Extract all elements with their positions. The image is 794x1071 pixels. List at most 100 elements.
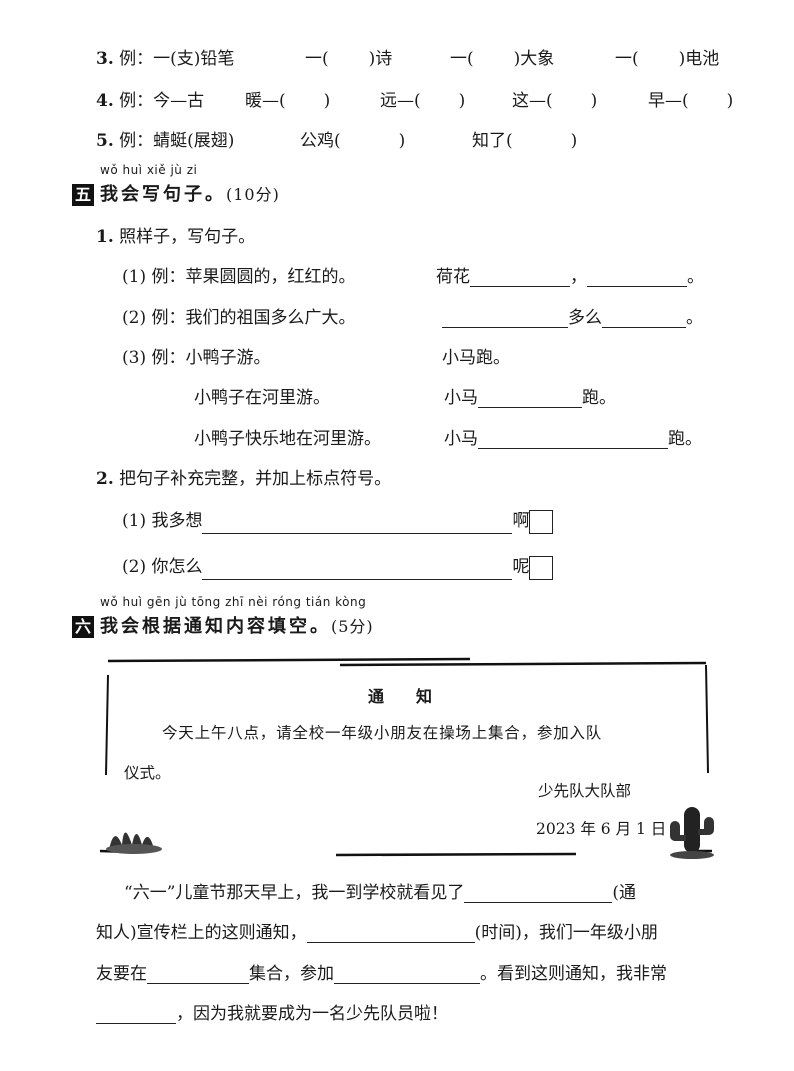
s5q2-r1-end: 啊	[512, 511, 530, 531]
q3-item-battery: 一()电池	[615, 44, 719, 69]
q5-example: 例：蜻蜓(展翅)	[119, 131, 235, 151]
q3-item3-pre: 一(	[615, 49, 639, 69]
s5q2-r2: (2) 你怎么 呢	[122, 552, 554, 580]
s5q1-r1-comma: ，	[570, 267, 587, 287]
para-l1b: (通	[612, 883, 637, 903]
sec5-number: 五	[72, 184, 94, 206]
s5q2-r2-punct-box[interactable]	[529, 555, 554, 580]
para-l1a: “六一”儿童节那天早上，我一到学校就看见了	[124, 883, 465, 903]
s5q1-r2-label: (2) 例：我们的祖国多么广大。	[122, 308, 356, 328]
para-line2: 知人)宣传栏上的这则通知， (时间)，我们一年级小朋	[96, 918, 658, 943]
q5-number: 5.	[96, 131, 114, 151]
s5q1-r3b-pre: 小马	[444, 388, 478, 408]
s5q1-r3b-end: 跑。	[582, 388, 616, 408]
q5-a: 公鸡(	[300, 131, 341, 151]
para-blank-place[interactable]	[147, 966, 249, 984]
para-blank-feeling[interactable]	[96, 1006, 176, 1024]
q3-number: 3.	[96, 49, 114, 69]
sec6-number: 六	[72, 616, 94, 638]
notice-date: 2023 年 6 月 1 日	[536, 820, 667, 838]
q3-row: 3. 例：一(支)铅笔	[96, 44, 234, 69]
s5q1-r2-blank-a[interactable]	[442, 310, 568, 328]
para-l3c: 。看到这则通知，我非常	[480, 964, 667, 984]
para-l3a: 友要在	[96, 964, 147, 984]
s5q1-r3b-answer: 小马 跑。	[444, 383, 616, 408]
s5q1-r2-blank-b[interactable]	[602, 310, 686, 328]
q4-b: 远—(	[380, 91, 421, 111]
s5q1-r3c-pre: 小马	[444, 429, 478, 449]
s5q2-r1: (1) 我多想 啊	[122, 506, 554, 534]
s5q1-r1-blank-b[interactable]	[587, 269, 687, 287]
para-blank-time[interactable]	[306, 925, 475, 943]
s5q1-r3b-left: 小鸭子在河里游。	[194, 388, 330, 408]
s5q2-r1-label: (1) 我多想	[122, 511, 203, 531]
notice-board: 通 知 今天上午八点，请全校一年级小朋友在操场上集合，参加入队 仪式。 少先队大…	[100, 655, 714, 860]
para-l3b: 集合，参加	[249, 964, 334, 984]
q4-item-warm: 暖—()	[245, 86, 330, 111]
sec6-score: (5分)	[331, 617, 374, 636]
q4-number: 4.	[96, 91, 114, 111]
q3-item-elephant: 一()大象	[450, 44, 554, 69]
para-l2b: (时间)，我们一年级小朋	[474, 923, 658, 943]
cactus-decoration-icon	[670, 807, 714, 859]
s5q1-r1-word: 荷花	[436, 267, 470, 287]
notice-body-line1: 今天上午八点，请全校一年级小朋友在操场上集合，参加入队	[162, 724, 603, 742]
q4-item-this: 这—()	[512, 86, 597, 111]
q4-c: 这—(	[512, 91, 553, 111]
q3-example: 例：一(支)铅笔	[119, 49, 235, 69]
s5q1-text: 照样子，写句子。	[119, 227, 256, 247]
s5q2-r2-end: 呢	[512, 557, 530, 577]
q5-item-rooster: 公鸡()	[300, 126, 405, 151]
s5q2-number: 2.	[96, 469, 114, 489]
notice-title: 通 知	[368, 687, 433, 706]
s5q1-r3b-blank[interactable]	[478, 390, 582, 408]
sec5-header: 五我会写句子。(10分)	[72, 180, 280, 206]
s5q1-r3c-blank[interactable]	[478, 431, 668, 449]
s5q1-heading: 1. 照样子，写句子。	[96, 222, 255, 247]
q5-row: 5. 例：蜻蜓(展翅)	[96, 126, 234, 151]
s5q2-text: 把句子补充完整，并加上标点符号。	[119, 469, 392, 489]
q4-b-end: )	[458, 91, 466, 111]
sec5-pinyin: wǒ huì xiě jù zi	[100, 163, 198, 177]
para-blank-event[interactable]	[334, 966, 480, 984]
q4-d: 早—(	[648, 91, 689, 111]
s5q1-r1-blank-a[interactable]	[470, 269, 570, 287]
q3-item-poem: 一()诗	[305, 44, 392, 69]
s5q1-r1-answer: 荷花，。	[436, 262, 704, 287]
para-line3: 友要在 集合，参加 。看到这则通知，我非常	[96, 959, 667, 984]
s5q1-r3c-end: 跑。	[668, 429, 702, 449]
para-blank-who[interactable]	[464, 885, 613, 903]
q5-b: 知了(	[472, 131, 513, 151]
s5q1-r2-answer: 多么 。	[442, 303, 703, 328]
q5-a-end: )	[398, 131, 406, 151]
q4-a: 暖—(	[245, 91, 286, 111]
q3-item1-pre: 一(	[305, 49, 329, 69]
q4-item-far: 远—()	[380, 86, 465, 111]
q5-item-cicada: 知了()	[472, 126, 577, 151]
notice-signature: 少先队大队部	[538, 782, 632, 800]
q4-item-early: 早—()	[648, 86, 733, 111]
s5q2-r2-label: (2) 你怎么	[122, 557, 203, 577]
s5q1-r3c-answer: 小马 跑。	[444, 424, 702, 449]
para-l2a: 知人)宣传栏上的这则通知，	[96, 923, 307, 943]
s5q1-r2-mid: 多么	[568, 308, 602, 328]
s5q1-number: 1.	[96, 227, 114, 247]
q4-example: 例：今—古	[119, 91, 205, 111]
q4-a-end: )	[323, 91, 331, 111]
sec6-header: 六我会根据通知内容填空。(5分)	[72, 612, 374, 638]
s5q2-r1-blank[interactable]	[202, 516, 513, 534]
grass-decoration-icon	[106, 832, 162, 854]
notice-border	[100, 657, 712, 857]
q3-item2-post: )大象	[513, 49, 555, 69]
s5q1-r2-end: 。	[686, 308, 703, 328]
s5q1-r1-label: (1) 例：苹果圆圆的，红红的。	[122, 267, 356, 287]
s5q2-r2-blank[interactable]	[202, 562, 513, 580]
sec6-pinyin: wǒ huì gēn jù tōng zhī nèi róng tián kòn…	[100, 595, 367, 609]
sec6-title: 我会根据通知内容填空。	[100, 616, 331, 637]
s5q2-r1-punct-box[interactable]	[529, 509, 554, 534]
sec5-score: (10分)	[226, 185, 280, 204]
s5q2-heading: 2. 把句子补充完整，并加上标点符号。	[96, 464, 391, 489]
q4-d-end: )	[726, 91, 734, 111]
q4-c-end: )	[590, 91, 598, 111]
q5-b-end: )	[570, 131, 578, 151]
